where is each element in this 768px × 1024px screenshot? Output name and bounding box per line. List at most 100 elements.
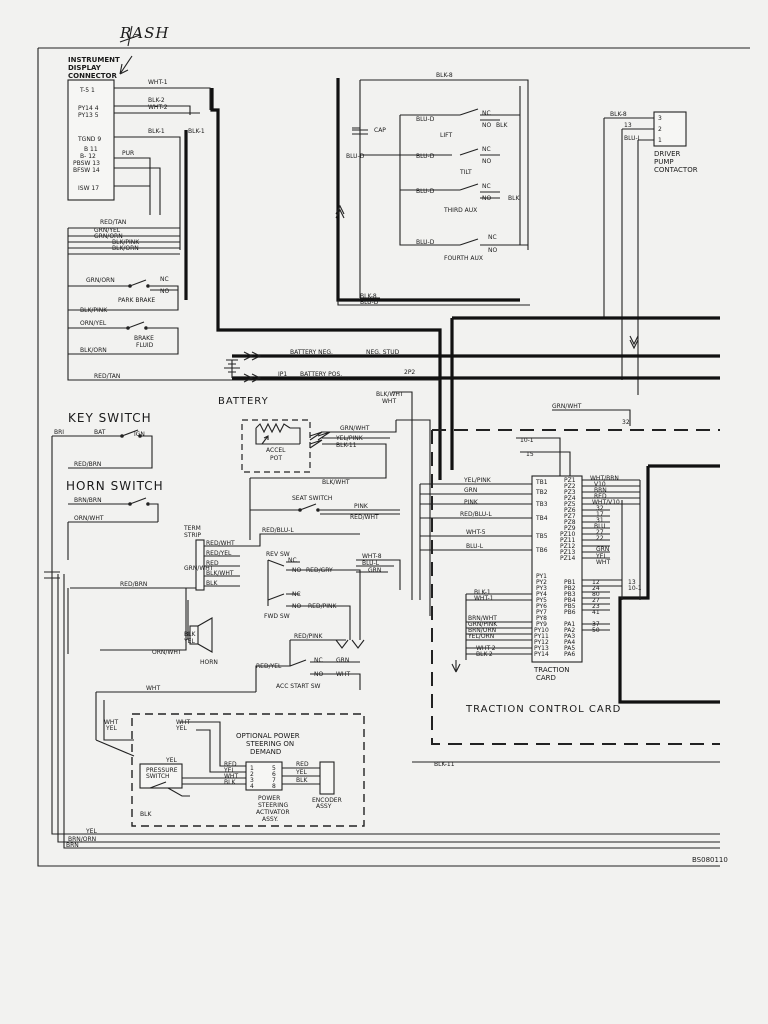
svg-text:YEL: YEL [595, 553, 607, 560]
svg-text:DRIVER: DRIVER [654, 150, 681, 158]
activator-box [245, 761, 283, 791]
svg-text:PZ13: PZ13 [560, 549, 576, 556]
arrow-icon [261, 435, 269, 445]
wire-label: GRN [464, 487, 477, 494]
arrow-icon [243, 351, 262, 383]
wire-label: WHT-2 [148, 104, 168, 111]
svg-text:PY6: PY6 [536, 603, 547, 610]
horn: BLK YEL ORN/WHT HORN [100, 588, 218, 666]
wire-label: BLK/WHT [322, 479, 350, 486]
wire-label: YEL/PINK [463, 477, 492, 484]
park-brake-switch: GRN/ORN NC NO PARK BRAKE BLK/PINK [68, 276, 179, 314]
svg-text:PZ12: PZ12 [560, 543, 576, 550]
svg-text:PZ2: PZ2 [564, 483, 576, 490]
brake-fluid-switch: ORN/YEL BRAKE FLUID BLK/ORN [68, 320, 179, 355]
wire-label: GRN/YEL [94, 227, 121, 234]
wire-label: RED/BLU-L [460, 511, 492, 518]
svg-text:PY2: PY2 [536, 579, 547, 586]
battery-label: BATTERY [218, 396, 269, 407]
svg-text:CARD: CARD [536, 674, 556, 682]
sheet-border [37, 47, 750, 867]
svg-text:PY14: PY14 [534, 651, 549, 658]
document-id: BS080110 [692, 856, 728, 864]
wire-label: BLU-L [624, 135, 642, 142]
svg-text:NC: NC [292, 591, 301, 598]
svg-text:WHT/V10: WHT/V10 [592, 499, 620, 506]
svg-text:PZ14: PZ14 [560, 555, 576, 562]
wire-label: BLK-1 [148, 128, 165, 135]
connector-title-3: CONNECTOR [68, 72, 117, 80]
wire-label: 13 [624, 122, 632, 129]
switch-label: ACC START SW [276, 683, 321, 690]
svg-text:4: 4 [250, 783, 254, 790]
svg-text:ASSY: ASSY [316, 803, 332, 810]
svg-text:PB1: PB1 [564, 579, 576, 586]
svg-text:POT: POT [270, 455, 282, 462]
horn-body [189, 625, 199, 645]
left-vertical-wires [51, 436, 720, 849]
key-switch-label: KEY SWITCH [68, 411, 152, 425]
svg-text:RED: RED [206, 560, 219, 567]
wire-label: BLK/ORN [112, 245, 139, 252]
switch-label: FLUID [136, 342, 154, 349]
term-strip: TERM STRIP RED/BLU-L RED/WHT RED/YEL RED… [70, 525, 360, 591]
wire-label: BLK/PINK [80, 307, 108, 314]
svg-text:NC: NC [160, 276, 169, 283]
svg-text:NO: NO [482, 158, 491, 165]
switch-label: BRAKE [134, 335, 154, 342]
svg-text:PZ3: PZ3 [564, 489, 576, 496]
svg-text:BAT: BAT [94, 429, 106, 436]
switch-label: FOURTH AUX [444, 255, 483, 262]
svg-text:GRN: GRN [596, 546, 609, 553]
svg-text:YEL: YEL [105, 725, 117, 732]
horn-switch: HORN SWITCH BRN/BRN ORN/WHT [66, 479, 163, 523]
svg-text:RED: RED [224, 761, 237, 768]
svg-text:PZ1: PZ1 [564, 477, 576, 484]
svg-text:27: 27 [592, 597, 600, 604]
svg-text:37: 37 [592, 621, 600, 628]
bus-right-2 [618, 464, 720, 704]
wire-label: BLU-L [362, 560, 380, 567]
wire-label: BRN [66, 842, 79, 849]
wire-label: GRN/WHT [340, 425, 370, 432]
wire-label: ORN/WHT [74, 515, 104, 522]
battery: BATTERY BATTERY NEG. NEG. STUD IP1 BATTE… [218, 349, 415, 407]
acc-start-switch: RED/PINK RED/YEL NC NO GRN WHT ACC START… [255, 633, 361, 692]
svg-text:ACCEL: ACCEL [266, 447, 286, 454]
svg-text:NC: NC [288, 557, 297, 564]
traction-control-card: TRACTION CONTROL CARD BLK-11 10-1 15 32 … [412, 403, 720, 768]
svg-text:BRN: BRN [594, 487, 607, 494]
svg-text:5: 5 [272, 765, 276, 772]
term-strip-box [195, 539, 205, 591]
svg-text:NO: NO [314, 671, 323, 678]
traction-title: TRACTION CONTROL CARD [465, 704, 621, 715]
wire-label: BRN/BRN [74, 497, 102, 504]
svg-text:PA2: PA2 [564, 627, 575, 634]
svg-text:WHT: WHT [382, 398, 396, 405]
svg-text:NC: NC [482, 146, 491, 153]
svg-text:2: 2 [250, 771, 254, 778]
svg-text:PY3: PY3 [536, 585, 547, 592]
switch-label: SEAT SWITCH [292, 495, 332, 502]
arrow-icon [309, 431, 331, 449]
svg-text:SWITCH: SWITCH [146, 773, 170, 780]
svg-text:PA4: PA4 [564, 639, 575, 646]
svg-text:PA1: PA1 [564, 621, 575, 628]
svg-text:NC: NC [314, 657, 323, 664]
svg-text:PA6: PA6 [564, 651, 575, 658]
svg-text:WHT-2: WHT-2 [476, 645, 496, 652]
battery-icon [224, 359, 240, 378]
wire-label: WHT-5 [466, 529, 486, 536]
svg-text:TB1: TB1 [535, 479, 548, 486]
svg-text:2P2: 2P2 [404, 369, 415, 376]
connector-box [67, 79, 115, 201]
svg-text:GRN/WHT: GRN/WHT [184, 565, 214, 572]
svg-text:BLK-1: BLK-1 [474, 589, 491, 596]
svg-text:YEL: YEL [223, 767, 235, 774]
svg-text:WHT-1: WHT-1 [474, 595, 494, 602]
wire-label: BLK-8 [436, 72, 453, 79]
svg-text:BLK-2: BLK-2 [476, 651, 493, 658]
svg-text:WHT: WHT [596, 559, 610, 566]
svg-text:STRIP: STRIP [184, 532, 201, 539]
connector-pin: B- 12 [80, 153, 96, 160]
